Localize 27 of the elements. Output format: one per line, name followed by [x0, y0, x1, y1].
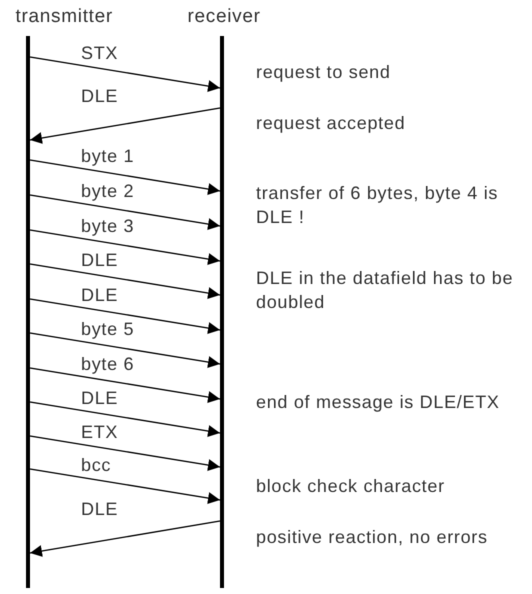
annotation-text: request accepted: [256, 112, 406, 135]
message-arrow: [30, 159, 220, 195]
message-arrow: [30, 56, 220, 92]
message-arrow: [30, 194, 220, 230]
annotation-text: positive reaction, no errors: [256, 526, 489, 549]
message-arrow: [30, 332, 220, 368]
message-arrow: [30, 468, 220, 504]
annotation-text: transfer of 6 bytes, byte 4 is DLE !: [256, 182, 500, 229]
message-arrow: [30, 401, 220, 437]
edge-label: byte 5: [80, 319, 136, 340]
annotation-text: block check character: [256, 475, 446, 498]
edge-label: byte 3: [80, 216, 136, 236]
message-arrow: [30, 367, 220, 403]
lifeline-heading: receiver: [188, 6, 261, 28]
message-arrow: [30, 263, 220, 299]
annotation-text: request to send: [256, 61, 392, 84]
message-arrow: [30, 520, 220, 557]
lifeline-heading: transmitter: [16, 6, 113, 28]
annotation-text: end of message is DLE/ETX: [256, 391, 501, 414]
message-arrow: [30, 229, 220, 265]
message-arrow: [30, 435, 220, 471]
annotation-text: DLE in the datafield has to be doubled: [256, 267, 514, 314]
edge-label: byte 1: [80, 146, 136, 166]
message-arrow: [30, 298, 220, 334]
edge-label: byte 6: [80, 354, 136, 374]
message-arrow: [30, 107, 220, 144]
edge-label: byte 2: [80, 181, 136, 202]
